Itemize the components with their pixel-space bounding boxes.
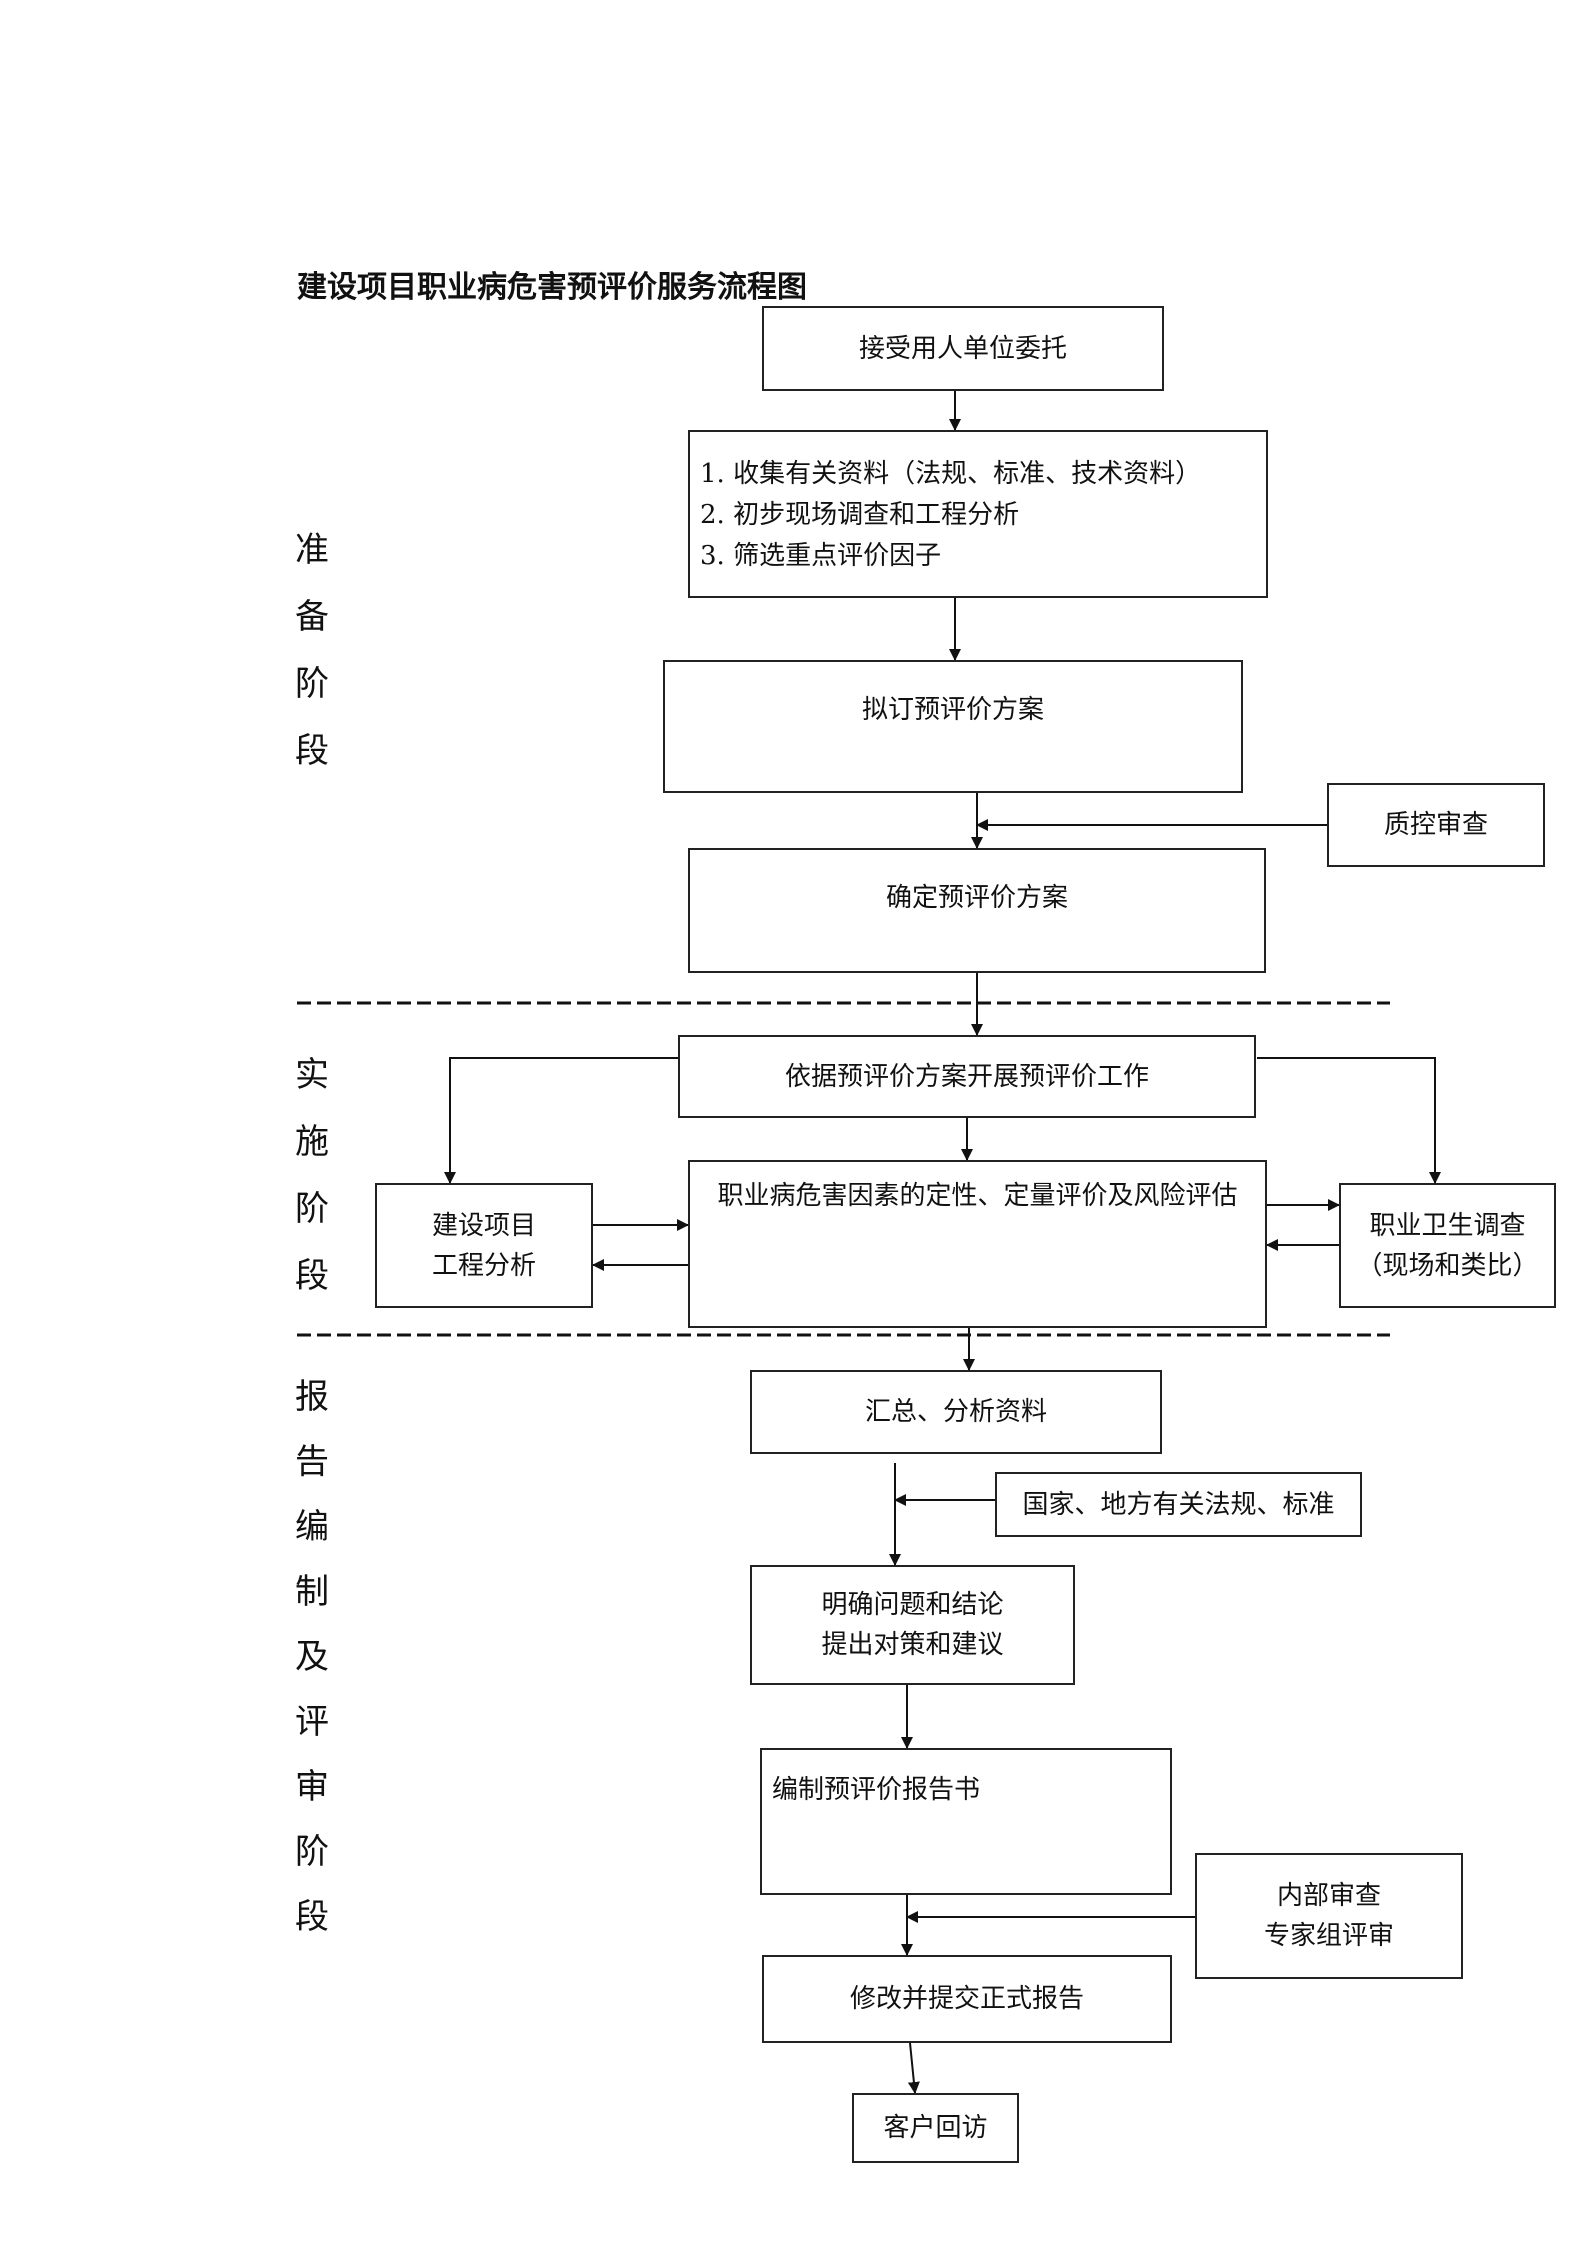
box-conclusions-suggestions: 明确问题和结论 提出对策和建议 [750, 1565, 1075, 1685]
box-confirm-plan: 确定预评价方案 [688, 848, 1266, 973]
stage-label-preparation: 准 备 阶 段 [295, 530, 329, 771]
collect-step-3: 3. 筛选重点评价因子 [700, 541, 942, 571]
box-accept-commission: 接受用人单位委托 [762, 306, 1164, 391]
box-quality-review: 质控审查 [1327, 783, 1545, 867]
collect-step-2: 2. 初步现场调查和工程分析 [700, 500, 1020, 530]
box-regulations-standards: 国家、地方有关法规、标准 [995, 1472, 1362, 1537]
box-hygiene-survey: 职业卫生调查 （现场和类比） [1339, 1183, 1556, 1308]
box-draft-plan: 拟订预评价方案 [663, 660, 1243, 793]
arrow-carryout-engineering [444, 1057, 687, 1184]
arrow-submit-followup [907, 2042, 920, 2094]
box-collect-materials: 1. 收集有关资料（法规、标准、技术资料） 2. 初步现场调查和工程分析 3. … [688, 430, 1268, 598]
box-internal-expert-review: 内部审查 专家组评审 [1195, 1853, 1463, 1979]
box-compile-report: 编制预评价报告书 [760, 1748, 1172, 1895]
page-title: 建设项目职业病危害预评价服务流程图 [297, 270, 807, 305]
arrow-carryout-hygiene [1257, 1057, 1441, 1184]
box-summarize-data: 汇总、分析资料 [750, 1370, 1162, 1454]
box-engineering-analysis: 建设项目 工程分析 [375, 1183, 593, 1308]
box-carry-out-evaluation: 依据预评价方案开展预评价工作 [678, 1035, 1256, 1118]
box-submit-final-report: 修改并提交正式报告 [762, 1955, 1172, 2043]
stage-label-report: 报 告 编 制 及 评 审 阶 段 [295, 1377, 329, 1937]
box-hazard-assessment: 职业病危害因素的定性、定量评价及风险评估 [688, 1160, 1267, 1328]
collect-step-1: 1. 收集有关资料（法规、标准、技术资料） [700, 459, 1202, 489]
stage-label-implementation: 实 施 阶 段 [295, 1055, 329, 1296]
box-customer-followup: 客户回访 [852, 2093, 1019, 2163]
